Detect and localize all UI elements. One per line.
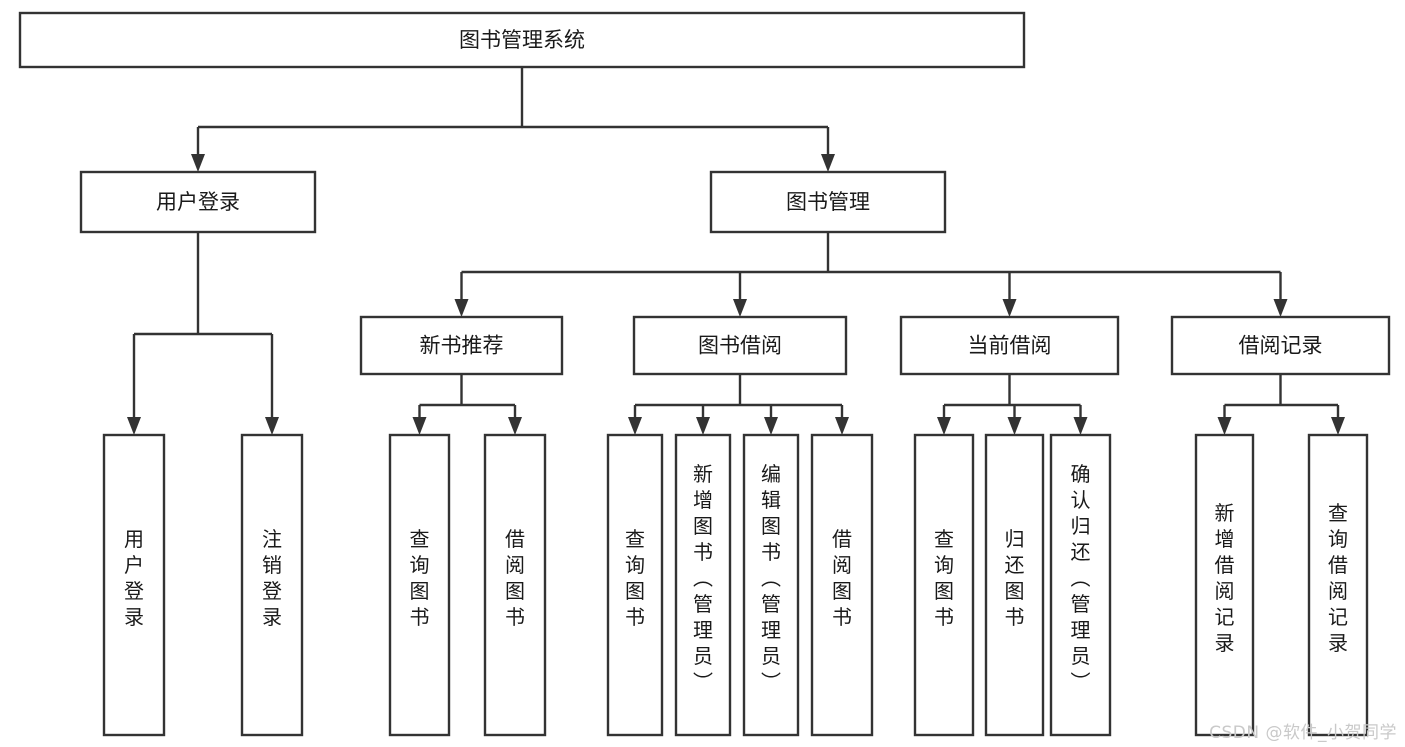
node-book-management-label: 图书管理	[786, 190, 870, 214]
node-user-login[interactable]: 用户登录	[79, 170, 317, 234]
node-borrow-record[interactable]: 借阅记录	[1170, 315, 1391, 376]
node-leaf-borrow-book-recommend-label: 借阅图书	[505, 527, 525, 629]
node-leaf-confirm-return-label: 确认归还︵管理员︶	[1071, 462, 1091, 694]
node-leaf-query-record-box	[1307, 433, 1369, 737]
node-leaf-borrow-book-label: 借阅图书	[832, 527, 852, 629]
arrow-head-icon	[1273, 299, 1288, 317]
arrow-head-icon	[937, 417, 951, 435]
node-root-root-label: 图书管理系统	[459, 28, 585, 52]
arrow-head-icon	[265, 417, 279, 435]
arrow-head-icon	[1217, 417, 1232, 435]
node-leaf-user-login[interactable]: 用户登录	[102, 433, 166, 737]
node-leaf-borrow-book-box	[810, 433, 874, 737]
arrow-head-icon	[764, 417, 778, 435]
arrow-head-icon	[191, 154, 205, 172]
arrow-head-icon	[127, 417, 141, 435]
node-leaf-edit-book-box	[742, 433, 800, 737]
node-leaf-query-book-borrow-label: 查询图书	[625, 527, 645, 629]
node-leaf-return-book[interactable]: 归还图书	[984, 433, 1045, 737]
node-book-management-box	[709, 170, 947, 234]
arrow-head-icon	[1002, 299, 1017, 317]
node-new-book-recommend-box	[359, 315, 564, 376]
arrow-head-icon	[1073, 417, 1088, 435]
node-book-borrow[interactable]: 图书借阅	[632, 315, 848, 376]
arrow-head-icon	[1331, 417, 1345, 435]
node-new-book-recommend[interactable]: 新书推荐	[359, 315, 564, 376]
node-leaf-confirm-return-box	[1049, 433, 1112, 737]
node-leaf-query-book-current-box	[913, 433, 975, 737]
node-current-borrow-box	[899, 315, 1120, 376]
node-leaf-query-book-current[interactable]: 查询图书	[913, 433, 975, 737]
node-leaf-query-book-borrow-box	[606, 433, 664, 737]
arrow-head-icon	[733, 299, 747, 317]
node-leaf-query-book-current-label: 查询图书	[934, 527, 954, 629]
node-leaf-query-book-recommend[interactable]: 查询图书	[388, 433, 451, 737]
node-current-borrow-label: 当前借阅	[968, 334, 1052, 358]
arrow-head-icon	[835, 417, 849, 435]
arrow-head-icon	[412, 417, 427, 435]
arrow-head-icon	[821, 154, 835, 172]
node-leaf-query-record-label: 查询借阅记录	[1328, 501, 1348, 655]
node-leaf-logout-label: 注销登录	[262, 527, 282, 629]
node-leaf-query-book-recommend-box	[388, 433, 451, 737]
node-leaf-confirm-return[interactable]: 确认归还︵管理员︶	[1049, 433, 1112, 737]
node-user-login-box	[79, 170, 317, 234]
node-leaf-logout[interactable]: 注销登录	[240, 433, 304, 737]
connectors-layer	[127, 67, 1345, 435]
arrow-head-icon	[1007, 417, 1022, 435]
node-leaf-edit-book-label: 编辑图书︵管理员︶	[761, 462, 781, 694]
node-current-borrow[interactable]: 当前借阅	[899, 315, 1120, 376]
node-leaf-return-book-box	[984, 433, 1045, 737]
node-leaf-add-record-box	[1194, 433, 1255, 737]
node-leaf-query-record[interactable]: 查询借阅记录	[1307, 433, 1369, 737]
node-book-borrow-label: 图书借阅	[698, 334, 782, 358]
node-leaf-add-record[interactable]: 新增借阅记录	[1194, 433, 1255, 737]
node-leaf-add-book-label: 新增图书︵管理员︶	[693, 462, 713, 694]
node-leaf-add-book[interactable]: 新增图书︵管理员︶	[674, 433, 732, 737]
node-leaf-query-book-recommend-label: 查询图书	[410, 527, 430, 629]
node-leaf-edit-book[interactable]: 编辑图书︵管理员︶	[742, 433, 800, 737]
arrow-head-icon	[508, 417, 522, 435]
arrow-head-icon	[696, 417, 710, 435]
node-leaf-borrow-book[interactable]: 借阅图书	[810, 433, 874, 737]
node-leaf-user-login-label: 用户登录	[124, 527, 144, 629]
node-root-root[interactable]: 图书管理系统	[18, 11, 1026, 69]
node-leaf-user-login-box	[102, 433, 166, 737]
node-leaf-add-record-label: 新增借阅记录	[1215, 501, 1235, 655]
node-new-book-recommend-label: 新书推荐	[420, 334, 504, 358]
node-root-root-box	[18, 11, 1026, 69]
node-leaf-borrow-book-recommend[interactable]: 借阅图书	[483, 433, 547, 737]
node-leaf-query-book-borrow[interactable]: 查询图书	[606, 433, 664, 737]
node-book-borrow-box	[632, 315, 848, 376]
node-leaf-return-book-label: 归还图书	[1005, 527, 1025, 629]
node-leaf-add-book-box	[674, 433, 732, 737]
node-user-login-label: 用户登录	[156, 190, 240, 214]
node-borrow-record-label: 借阅记录	[1239, 334, 1323, 358]
node-book-management[interactable]: 图书管理	[709, 170, 947, 234]
node-borrow-record-box	[1170, 315, 1391, 376]
arrow-head-icon	[454, 299, 469, 317]
node-leaf-logout-box	[240, 433, 304, 737]
node-leaf-borrow-book-recommend-box	[483, 433, 547, 737]
nodes-layer: 图书管理系统用户登录图书管理新书推荐图书借阅当前借阅借阅记录用户登录注销登录查询…	[18, 11, 1391, 737]
arrow-head-icon	[628, 417, 642, 435]
